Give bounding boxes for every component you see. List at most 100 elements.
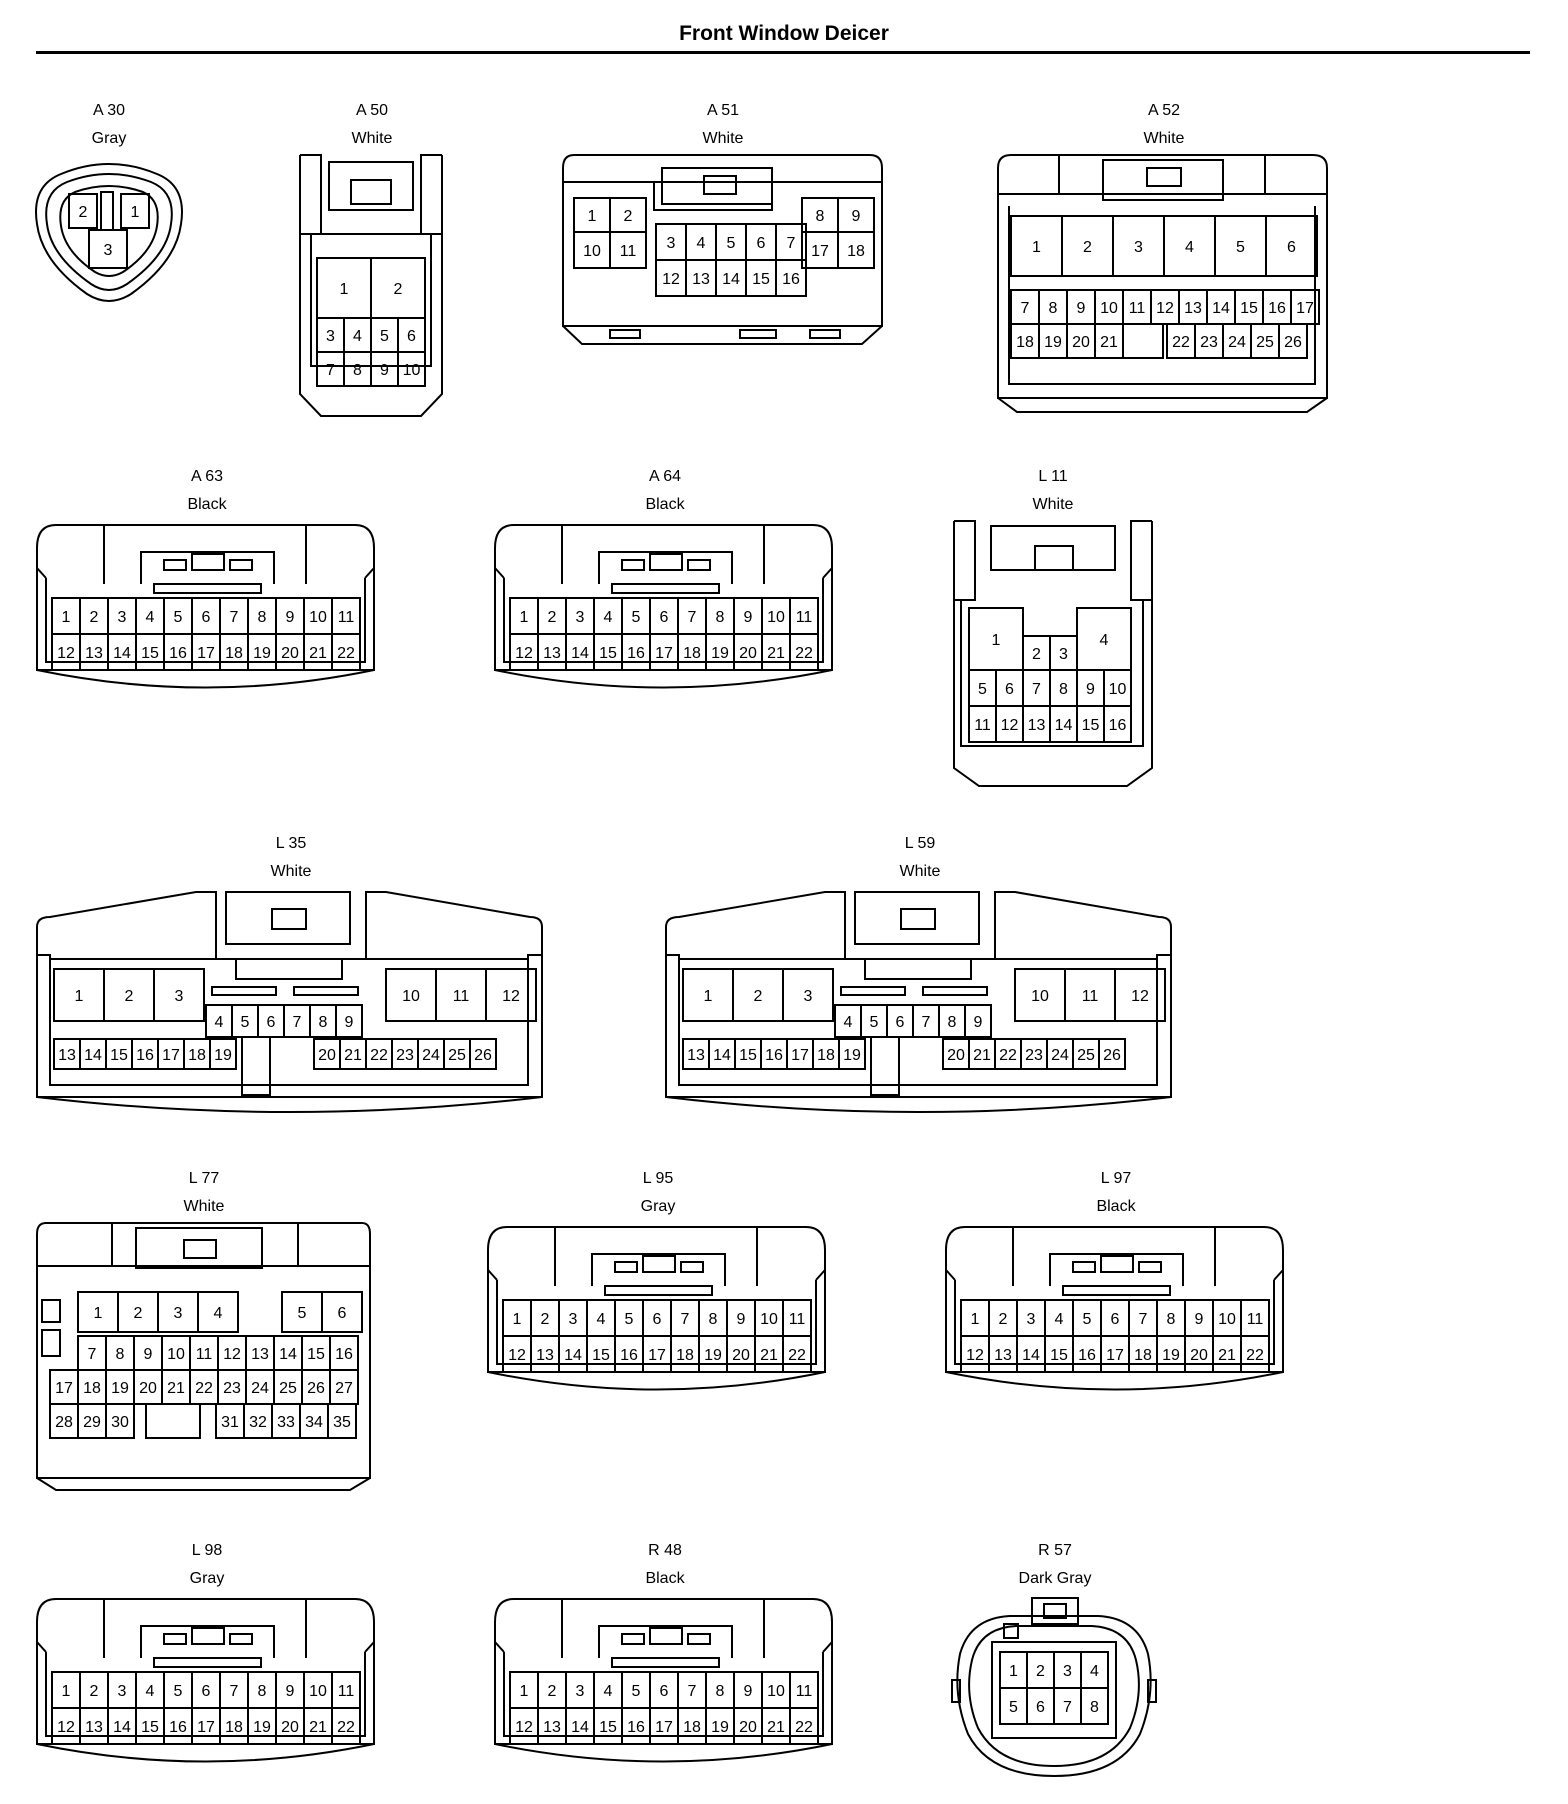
pin-number: 9 xyxy=(380,362,389,379)
pin-number: 14 xyxy=(1055,717,1073,734)
latch xyxy=(739,329,777,339)
connector-id: A 30 xyxy=(92,102,126,119)
pin-number: 5 xyxy=(174,609,183,626)
pin-cell xyxy=(88,229,128,269)
pin-number: 18 xyxy=(683,645,701,662)
pin-number: 1 xyxy=(62,609,71,626)
pin-number: 8 xyxy=(258,1683,267,1700)
latch xyxy=(614,1261,638,1273)
pin-number: 5 xyxy=(1236,239,1245,256)
pin-cell xyxy=(789,633,819,671)
pin-number: 4 xyxy=(844,1014,853,1031)
housing-outline xyxy=(36,1641,375,1653)
pin-number: 2 xyxy=(548,609,557,626)
pin-number: 4 xyxy=(604,609,613,626)
pin-number: 9 xyxy=(974,1014,983,1031)
pin-number: 16 xyxy=(765,1047,783,1064)
pin-number: 34 xyxy=(305,1414,323,1431)
housing-outline xyxy=(36,524,375,671)
pin-number: 4 xyxy=(1100,632,1109,649)
pin-number: 29 xyxy=(83,1414,101,1431)
latch xyxy=(229,1633,253,1645)
housing-outline xyxy=(598,551,733,584)
pin-number: 6 xyxy=(1036,1699,1045,1716)
pin-number: 5 xyxy=(1009,1699,1018,1716)
connector-id: A 52 xyxy=(1147,102,1181,119)
pin-number: 17 xyxy=(811,243,829,260)
pin-number: 30 xyxy=(111,1414,129,1431)
pin-number: 18 xyxy=(683,1719,701,1736)
latch xyxy=(687,559,711,571)
latch-housing xyxy=(225,891,351,945)
pin-number: 7 xyxy=(230,609,239,626)
housing-outline xyxy=(299,155,443,417)
pin-number: 10 xyxy=(583,243,601,260)
pin-number: 4 xyxy=(214,1305,223,1322)
housing-outline xyxy=(953,521,1153,787)
pin-number: 16 xyxy=(620,1347,638,1364)
pin-number: 26 xyxy=(1284,334,1302,351)
pin-number: 24 xyxy=(251,1380,269,1397)
pin-number: 11 xyxy=(453,988,470,1005)
pin-number: 15 xyxy=(1082,717,1100,734)
pin-cell xyxy=(105,1403,135,1439)
pin-number: 6 xyxy=(407,328,416,345)
pin-number: 7 xyxy=(1063,1699,1072,1716)
pin-number: 11 xyxy=(1129,300,1146,317)
pin-number: 10 xyxy=(1109,681,1127,698)
latch xyxy=(229,559,253,571)
pin-number: 7 xyxy=(326,362,335,379)
pin-number: 11 xyxy=(338,609,355,626)
pin-number: 14 xyxy=(113,1719,131,1736)
pin-number: 20 xyxy=(732,1347,750,1364)
pin-number: 17 xyxy=(648,1347,666,1364)
pin-number: 12 xyxy=(1001,717,1019,734)
pin-number: 22 xyxy=(370,1047,388,1064)
pin-number: 11 xyxy=(1247,1311,1264,1328)
pin-number: 8 xyxy=(116,1346,125,1363)
pin-number: 19 xyxy=(711,645,729,662)
pin-number: 17 xyxy=(791,1047,809,1064)
housing-outline xyxy=(45,173,173,291)
side-tab xyxy=(1147,1679,1157,1703)
housing-outline xyxy=(494,1598,833,1745)
pin-number: 20 xyxy=(1072,334,1090,351)
pin-number: 22 xyxy=(999,1047,1017,1064)
pin-number: 12 xyxy=(662,271,680,288)
pin-cell xyxy=(197,1291,239,1333)
pin-number: 7 xyxy=(88,1346,97,1363)
housing-outline xyxy=(420,154,442,235)
housing-outline xyxy=(496,1280,817,1365)
pin-number: 3 xyxy=(175,988,184,1005)
pin-number: 8 xyxy=(1059,681,1068,698)
pin-number: 18 xyxy=(225,645,243,662)
pin-number: 22 xyxy=(795,1719,813,1736)
pin-number: 21 xyxy=(767,1719,785,1736)
housing-outline xyxy=(997,397,1328,413)
pin-cell xyxy=(1103,705,1132,743)
pin-number: 18 xyxy=(676,1347,694,1364)
pin-number: 7 xyxy=(922,1014,931,1031)
housing-outline xyxy=(954,1280,1275,1365)
pin-number: 2 xyxy=(548,1683,557,1700)
pin-number: 6 xyxy=(1005,681,1014,698)
pin-number: 22 xyxy=(337,1719,355,1736)
pin-number: 11 xyxy=(796,609,813,626)
housing-outline xyxy=(503,578,824,663)
pin-cell xyxy=(1114,968,1166,1022)
connector-id: A 64 xyxy=(648,468,682,485)
pin-number: 22 xyxy=(1246,1347,1264,1364)
pin-cell xyxy=(609,231,647,269)
housing-outline xyxy=(300,154,322,235)
pin-number: 20 xyxy=(947,1047,965,1064)
pin-number: 17 xyxy=(1106,1347,1124,1364)
latch xyxy=(609,329,641,339)
housing-outline xyxy=(36,1598,375,1745)
pin-number: 9 xyxy=(144,1346,153,1363)
pin-number: 2 xyxy=(90,1683,99,1700)
